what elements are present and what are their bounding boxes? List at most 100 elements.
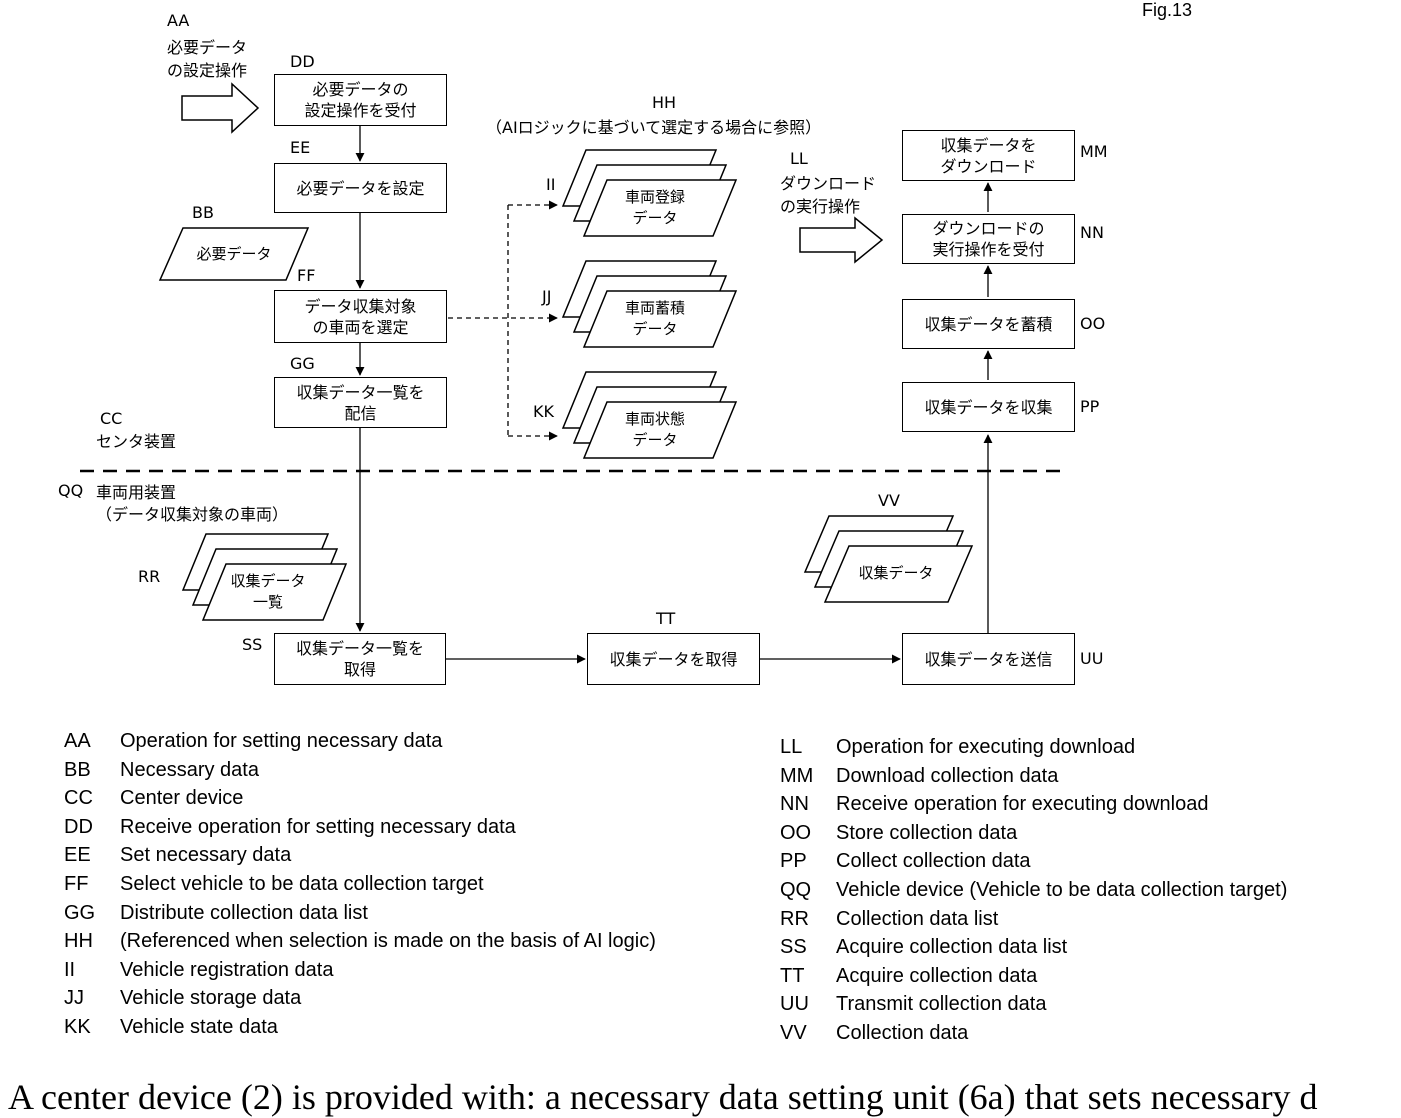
- aa-label: 必要データ の設定操作: [167, 36, 247, 82]
- legend-row: BBNecessary data: [64, 756, 656, 785]
- legend-row: IIVehicle registration data: [64, 956, 656, 985]
- legend-code: FF: [64, 870, 120, 899]
- legend-row: SSAcquire collection data list: [780, 933, 1287, 962]
- legend-text: Transmit collection data: [836, 990, 1046, 1019]
- legend-text: Vehicle registration data: [120, 956, 333, 985]
- hh-label: （AIロジックに基づいて選定する場合に参照）: [486, 119, 821, 137]
- legend-text: Vehicle device (Vehicle to be data colle…: [836, 876, 1287, 905]
- legend-code: MM: [780, 762, 836, 791]
- legend-row: NNReceive operation for executing downlo…: [780, 790, 1287, 819]
- legend-text: Set necessary data: [120, 841, 291, 870]
- bb-text: 必要データ: [170, 244, 298, 265]
- ii-text: 車両登録 データ: [590, 187, 720, 229]
- legend-row: MMDownload collection data: [780, 762, 1287, 791]
- legend-row: TTAcquire collection data: [780, 962, 1287, 991]
- code-dd: DD: [290, 53, 315, 71]
- legend-text: (Referenced when selection is made on th…: [120, 927, 656, 956]
- legend-text: Vehicle storage data: [120, 984, 301, 1013]
- cc-label: センタ装置: [96, 433, 176, 451]
- ll-label: ダウンロード の実行操作: [780, 172, 876, 218]
- code-vv: VV: [878, 492, 900, 510]
- legend-code: KK: [64, 1013, 120, 1042]
- abstract-caption: A center device (2) is provided with: a …: [8, 1076, 1318, 1118]
- legend-text: Download collection data: [836, 762, 1058, 791]
- legend-text: Select vehicle to be data collection tar…: [120, 870, 484, 899]
- vv-text: 収集データ: [832, 563, 960, 584]
- code-ll: LL: [790, 150, 808, 168]
- legend-row: GGDistribute collection data list: [64, 899, 656, 928]
- legend-text: Operation for executing download: [836, 733, 1135, 762]
- box-ee: 必要データを設定: [274, 163, 447, 213]
- legend-text: Vehicle state data: [120, 1013, 278, 1042]
- box-uu: 収集データを送信: [902, 633, 1075, 685]
- code-qq: QQ: [58, 482, 83, 500]
- legend-text: Acquire collection data: [836, 962, 1037, 991]
- legend-code: JJ: [64, 984, 120, 1013]
- aa-hollow-arrow: [182, 84, 258, 132]
- legend-text: Necessary data: [120, 756, 259, 785]
- legend-code: EE: [64, 841, 120, 870]
- code-uu: UU: [1080, 650, 1103, 668]
- code-ff: FF: [297, 267, 315, 285]
- code-jj: JJ: [542, 288, 551, 306]
- box-tt: 収集データを取得: [587, 633, 760, 685]
- legend-row: AAOperation for setting necessary data: [64, 727, 656, 756]
- legend-code: SS: [780, 933, 836, 962]
- legend-code: VV: [780, 1019, 836, 1048]
- box-ss: 収集データ一覧を 取得: [274, 633, 446, 685]
- legend-right: LLOperation for executing downloadMMDown…: [780, 733, 1287, 1048]
- code-mm: MM: [1080, 143, 1108, 161]
- code-rr: RR: [138, 568, 160, 586]
- legend-code: QQ: [780, 876, 836, 905]
- legend-row: EESet necessary data: [64, 841, 656, 870]
- legend-text: Acquire collection data list: [836, 933, 1067, 962]
- code-ss: SS: [242, 636, 262, 654]
- code-aa: AA: [167, 12, 189, 30]
- legend-code: AA: [64, 727, 120, 756]
- legend-row: FFSelect vehicle to be data collection t…: [64, 870, 656, 899]
- legend-row: JJVehicle storage data: [64, 984, 656, 1013]
- code-cc: CC: [100, 410, 122, 428]
- code-hh: HH: [652, 94, 676, 112]
- legend-row: CCCenter device: [64, 784, 656, 813]
- legend-text: Center device: [120, 784, 243, 813]
- legend-left: AAOperation for setting necessary dataBB…: [64, 727, 656, 1042]
- legend-row: LLOperation for executing download: [780, 733, 1287, 762]
- legend-text: Collection data: [836, 1019, 968, 1048]
- legend-code: NN: [780, 790, 836, 819]
- box-oo: 収集データを蓄積: [902, 299, 1075, 349]
- legend-row: UUTransmit collection data: [780, 990, 1287, 1019]
- legend-row: DDReceive operation for setting necessar…: [64, 813, 656, 842]
- legend-code: PP: [780, 847, 836, 876]
- legend-text: Receive operation for executing download: [836, 790, 1208, 819]
- legend-text: Distribute collection data list: [120, 899, 368, 928]
- code-pp: PP: [1080, 398, 1099, 416]
- legend-code: BB: [64, 756, 120, 785]
- rr-text: 収集データ 一覧: [208, 571, 328, 613]
- legend-row: RRCollection data list: [780, 905, 1287, 934]
- code-bb: BB: [192, 204, 214, 222]
- legend-text: Collection data list: [836, 905, 998, 934]
- qq-label: 車両用装置 （データ収集対象の車両）: [96, 482, 288, 526]
- legend-code: LL: [780, 733, 836, 762]
- legend-code: CC: [64, 784, 120, 813]
- legend-row: VVCollection data: [780, 1019, 1287, 1048]
- box-gg: 収集データ一覧を 配信: [274, 377, 447, 428]
- code-oo: OO: [1080, 315, 1105, 333]
- legend-code: II: [64, 956, 120, 985]
- legend-row: HH(Referenced when selection is made on …: [64, 927, 656, 956]
- legend-code: GG: [64, 899, 120, 928]
- legend-row: KKVehicle state data: [64, 1013, 656, 1042]
- code-ii: II: [546, 176, 555, 194]
- box-ff: データ収集対象 の車両を選定: [274, 290, 447, 343]
- code-kk: KK: [533, 403, 554, 421]
- legend-code: UU: [780, 990, 836, 1019]
- legend-code: RR: [780, 905, 836, 934]
- legend-code: OO: [780, 819, 836, 848]
- legend-text: Store collection data: [836, 819, 1017, 848]
- legend-text: Operation for setting necessary data: [120, 727, 442, 756]
- box-pp: 収集データを収集: [902, 382, 1075, 432]
- vv-stack: [805, 516, 972, 602]
- legend-code: DD: [64, 813, 120, 842]
- legend-row: QQVehicle device (Vehicle to be data col…: [780, 876, 1287, 905]
